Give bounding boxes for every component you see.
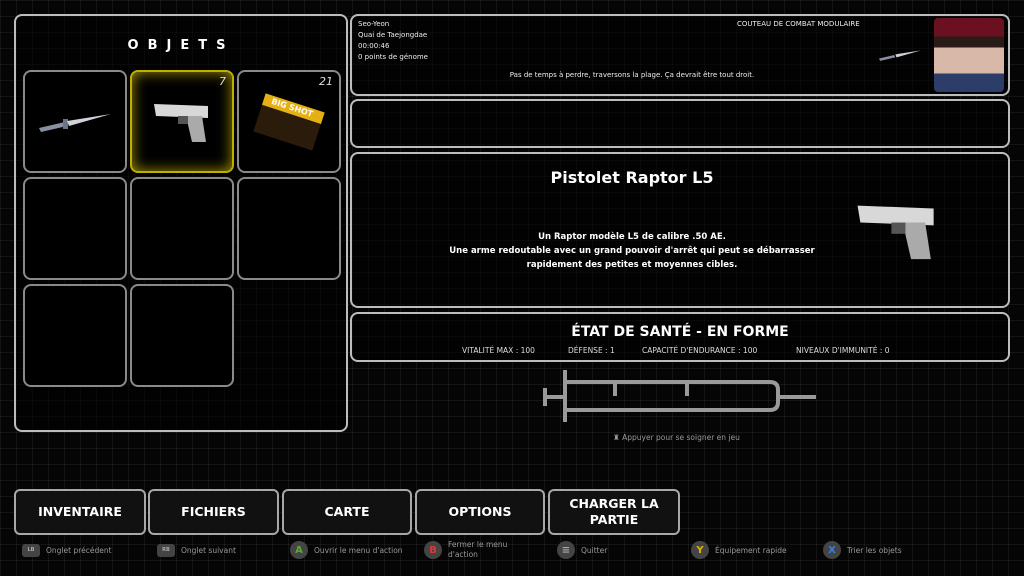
b-button-icon: B	[424, 541, 442, 559]
inventory-title: OBJETS	[127, 38, 235, 53]
tab-map[interactable]: CARTE	[282, 489, 412, 535]
syringe-icon	[543, 370, 816, 422]
heal-hint: ♜ Appuyer pour se soigner en jeu	[613, 433, 740, 442]
player-name: Seo-Yeon	[358, 20, 390, 28]
tab-load-game[interactable]: CHARGER LA PARTIE	[548, 489, 680, 535]
player-location: Quai de Taejongdae	[358, 31, 428, 39]
a-button-icon: A	[290, 541, 308, 559]
tab-inventory[interactable]: INVENTAIRE	[14, 489, 146, 535]
inventory-slot-pistol[interactable]: 7	[130, 70, 234, 173]
pistol-preview-icon	[857, 205, 934, 260]
rb-button-icon: RB	[157, 543, 175, 557]
equipped-weapon-name: COUTEAU DE COMBAT MODULAIRE	[737, 20, 860, 28]
pistol-icon	[154, 103, 208, 142]
item-description-panel: Pistolet Raptor L5 Un Raptor modèle L5 d…	[350, 152, 1010, 308]
play-time: 00:00:46	[358, 42, 390, 50]
item-name: Pistolet Raptor L5	[550, 168, 714, 187]
controller-icon: ♜	[613, 433, 623, 442]
health-status-panel: ÉTAT DE SANTÉ - EN FORME VITALITÉ MAX : …	[350, 312, 1010, 362]
tab-files[interactable]: FICHIERS	[148, 489, 279, 535]
knife-icon	[39, 113, 111, 132]
inventory-panel: OBJETS 7 21 BIG SHOT	[14, 14, 348, 432]
item-count: 21	[319, 75, 333, 88]
menu-button-icon: ≡	[557, 541, 575, 559]
inventory-slot-empty[interactable]	[23, 177, 127, 280]
lb-button-icon: LB	[22, 543, 40, 557]
inventory-slot-empty[interactable]	[130, 284, 234, 387]
item-description: Un Raptor modèle L5 de calibre .50 AE.Un…	[449, 232, 815, 270]
inventory-slot-knife[interactable]	[23, 70, 127, 173]
inventory-slot-ammo[interactable]: 21 BIG SHOT	[237, 70, 341, 173]
dialogue-text: Pas de temps à perdre, traversons la pla…	[509, 71, 755, 79]
inventory-slot-empty[interactable]	[237, 177, 341, 280]
x-button-icon: X	[823, 541, 841, 559]
ammo-box-icon: BIG SHOT	[253, 92, 325, 151]
empty-panel	[350, 99, 1010, 148]
stat-immunity: NIVEAUX D'IMMUNITÉ : 0	[796, 346, 890, 355]
player-info-panel: Seo-Yeon Quai de Taejongdae 00:00:46 0 p…	[350, 14, 1010, 96]
hint-quit[interactable]: ≡Quitter	[557, 538, 607, 562]
item-count: 7	[219, 75, 226, 88]
health-status-title: ÉTAT DE SANTÉ - EN FORME	[571, 324, 789, 340]
tab-options[interactable]: OPTIONS	[415, 489, 545, 535]
stat-defense: DÉFENSE : 1	[568, 346, 615, 355]
genome-points: 0 points de génome	[358, 53, 428, 61]
stat-stamina: CAPACITÉ D'ENDURANCE : 100	[642, 346, 758, 355]
inventory-slot-empty[interactable]	[23, 284, 127, 387]
y-button-icon: Y	[691, 541, 709, 559]
stat-vitality: VITALITÉ MAX : 100	[462, 346, 535, 355]
equipped-knife-icon	[879, 50, 921, 61]
character-portrait	[934, 18, 1004, 92]
inventory-slot-empty[interactable]	[130, 177, 234, 280]
